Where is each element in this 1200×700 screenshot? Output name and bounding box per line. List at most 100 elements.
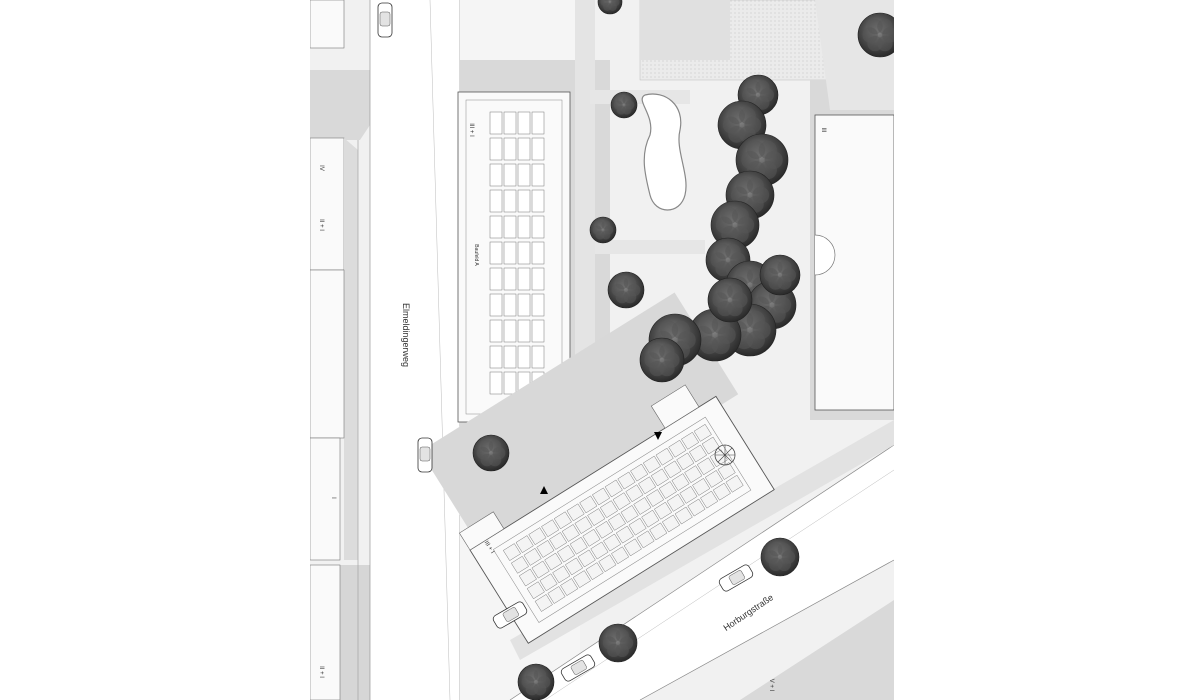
solar-panel (577, 549, 596, 568)
tree-icon (759, 254, 801, 296)
solar-panel (528, 527, 547, 545)
solar-panel (531, 111, 545, 135)
solar-panel (696, 457, 715, 476)
solar-panel (623, 538, 642, 557)
solar-panel (587, 508, 606, 526)
solar-panel (517, 267, 531, 291)
solar-panel (603, 533, 622, 552)
solar-panel (489, 345, 503, 369)
solar-panel (681, 431, 700, 450)
tree-icon (598, 623, 638, 663)
west-buildings (310, 0, 390, 700)
tree-icon (610, 91, 638, 119)
solar-panel (547, 586, 566, 604)
site-plan-drawing: Elmeldingerweg Horburgstraße Baufeld A I… (310, 0, 894, 700)
trees (472, 0, 894, 700)
solar-panel (612, 492, 631, 511)
solar-panel (534, 594, 553, 612)
solar-panel (636, 530, 655, 549)
solar-panel (687, 498, 706, 517)
solar-panel (531, 267, 545, 291)
solar-panel (628, 517, 647, 536)
solar-panel (617, 471, 636, 490)
solar-panel (536, 540, 555, 558)
solar-panel (674, 506, 693, 525)
solar-panel (489, 293, 503, 317)
solar-panel (531, 293, 545, 317)
solar-panel (620, 505, 639, 523)
solar-panel (489, 189, 503, 213)
solar-panel (689, 444, 707, 463)
tree-icon (589, 216, 617, 244)
solar-panel (531, 319, 545, 343)
solar-panel (503, 319, 517, 343)
solar-panel (700, 490, 719, 509)
solar-panel (531, 189, 545, 213)
solar-panel (553, 511, 572, 530)
tree-icon (707, 277, 753, 323)
solar-panel (666, 493, 685, 512)
solar-panel (592, 487, 610, 506)
car-icon (492, 601, 528, 629)
solar-panel (646, 489, 665, 507)
tree-icon (737, 74, 779, 116)
solar-panel (692, 478, 711, 496)
solar-panel (489, 137, 503, 161)
solar-panel (503, 345, 517, 369)
solar-panel (517, 241, 531, 265)
solar-panel (489, 163, 503, 187)
solar-panel (489, 215, 503, 239)
solar-panel (489, 267, 503, 291)
car-icon (560, 654, 596, 682)
solar-panel (704, 470, 723, 488)
solar-panel (641, 509, 660, 528)
solar-panel (539, 573, 558, 592)
solar-panel (560, 578, 579, 596)
solar-panel (557, 544, 576, 563)
solar-panel (489, 241, 503, 265)
solar-panel (503, 267, 517, 291)
solar-panel (701, 436, 720, 455)
solar-panel (517, 293, 531, 317)
tree-icon (472, 434, 510, 472)
pond (641, 93, 687, 211)
solar-panel (684, 465, 703, 483)
solar-panel (549, 532, 568, 550)
solar-panel (566, 503, 585, 522)
tree-icon (760, 537, 800, 577)
solar-panel (552, 565, 571, 584)
solar-panel (572, 570, 591, 588)
solar-panel (725, 474, 744, 493)
solar-panel (503, 293, 517, 317)
solar-panel (642, 455, 661, 474)
solar-panel (663, 460, 682, 479)
label-storeys-east: III (820, 127, 826, 132)
car-icon (377, 2, 393, 38)
solar-panel (582, 528, 601, 547)
solar-panel (503, 543, 521, 561)
solar-panel (650, 468, 669, 487)
solar-panel (518, 568, 537, 587)
solar-panel (668, 439, 687, 458)
label-storeys-w3: I (330, 497, 336, 499)
solar-panel (544, 552, 563, 571)
solar-panel (655, 447, 674, 466)
car-icon (718, 564, 754, 592)
solar-panel (574, 516, 593, 534)
solar-panel (517, 345, 531, 369)
solar-panel (531, 241, 545, 265)
solar-panel (517, 189, 531, 213)
solar-panel (503, 163, 517, 187)
solar-panel (676, 452, 695, 471)
tree-icon (607, 271, 645, 309)
solar-panel (662, 514, 680, 533)
solar-panel (517, 111, 531, 135)
solar-panel (658, 481, 677, 499)
solar-panel (569, 536, 588, 555)
solar-panel (712, 482, 731, 501)
car-icon (417, 437, 433, 473)
solar-panel (517, 137, 531, 161)
solar-panel (515, 535, 534, 553)
solar-panel (590, 541, 609, 560)
